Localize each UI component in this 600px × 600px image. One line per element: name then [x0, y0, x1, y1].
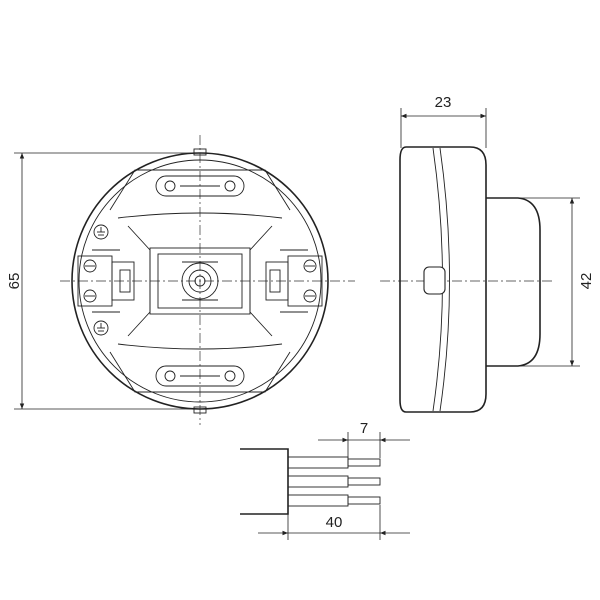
upper-rib [109, 169, 291, 211]
dimension-40: 40 [258, 505, 410, 540]
right-terminal-block [265, 255, 323, 307]
dimension-65-label: 65 [6, 273, 23, 290]
stripped-end-3 [347, 496, 381, 505]
side-seam-2 [439, 147, 450, 412]
left-terminal-block [77, 255, 135, 307]
dimension-7-label: 7 [360, 420, 368, 437]
bottom-mounting-slot [155, 365, 245, 387]
dimension-23-label: 23 [435, 94, 452, 111]
front-inner-rim [78, 159, 322, 403]
wire-detail [240, 448, 381, 515]
side-knob [486, 197, 541, 367]
cable-jacket [240, 448, 289, 515]
conductor-2 [287, 475, 349, 488]
lower-rib [109, 351, 291, 393]
conductor-1 [287, 456, 349, 469]
top-mounting-slot [155, 175, 245, 197]
dimension-42-label: 42 [578, 273, 595, 290]
front-view [60, 135, 355, 425]
upper-inner-arc [117, 212, 283, 219]
bottom-notch [193, 406, 207, 414]
ground-symbol-top-icon [93, 224, 109, 240]
center-switch-housing [149, 247, 251, 315]
dimension-7: 7 [318, 420, 410, 458]
stripped-end-2 [347, 477, 381, 486]
side-view [380, 146, 555, 413]
dimension-42: 42 [520, 197, 595, 367]
lower-inner-arc [117, 343, 283, 350]
side-body [399, 146, 487, 413]
conductor-3 [287, 494, 349, 507]
ground-symbol-bottom-icon [93, 320, 109, 336]
top-notch [193, 148, 207, 156]
dimension-23: 23 [400, 94, 487, 148]
right-rib-lines [280, 249, 308, 313]
left-rib-lines [92, 249, 120, 313]
dimension-65: 65 [6, 152, 200, 410]
side-rocker-key [423, 266, 446, 295]
stripped-end-1 [347, 458, 381, 467]
dimension-40-label: 40 [326, 514, 343, 531]
